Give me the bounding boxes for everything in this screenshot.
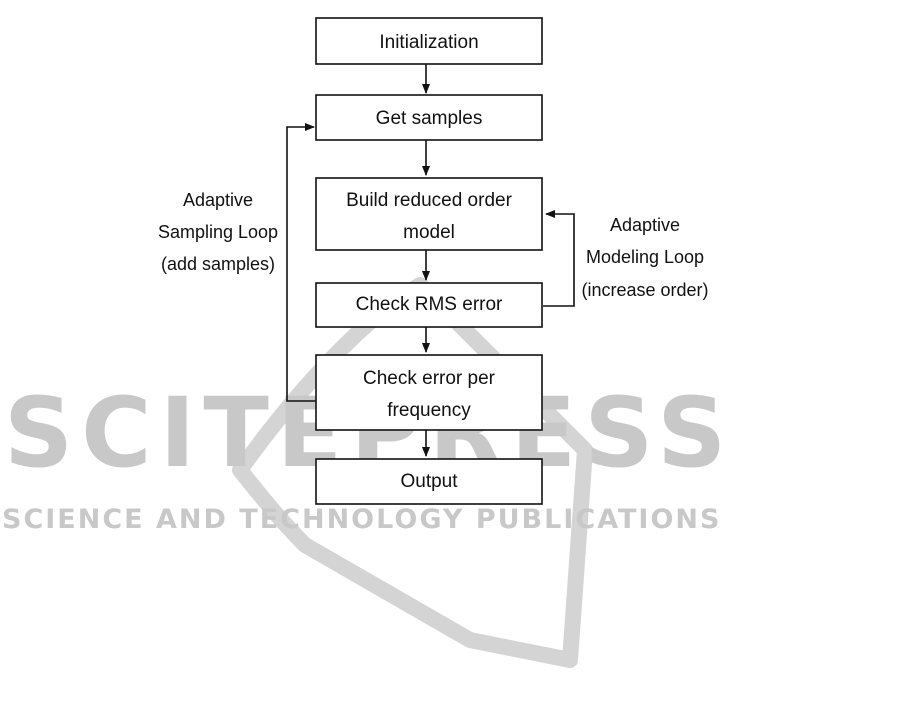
modeling-loop-label-line1: Adaptive bbox=[610, 215, 680, 235]
sampling-loop-label-line1: Adaptive bbox=[183, 190, 253, 210]
check-error-freq-label-line1: Check error per bbox=[363, 368, 496, 389]
modeling-loop-label-line3: (increase order) bbox=[581, 280, 708, 300]
adaptive-modeling-loop-arrow bbox=[543, 214, 574, 306]
modeling-loop-label: Adaptive Modeling Loop (increase order) bbox=[581, 215, 708, 300]
adaptive-sampling-loop-arrow bbox=[287, 127, 316, 401]
watermark-tagline: SCIENCE AND TECHNOLOGY PUBLICATIONS bbox=[2, 504, 721, 535]
build-model-label-line2: model bbox=[403, 222, 455, 243]
get-samples-label: Get samples bbox=[376, 108, 483, 129]
initialization-label: Initialization bbox=[379, 32, 478, 53]
sampling-loop-label-line3: (add samples) bbox=[161, 254, 275, 274]
modeling-loop-label-line2: Modeling Loop bbox=[586, 247, 704, 267]
output-label: Output bbox=[400, 471, 458, 492]
check-error-freq-label-line2: frequency bbox=[387, 400, 471, 421]
sampling-loop-label: Adaptive Sampling Loop (add samples) bbox=[158, 190, 278, 274]
build-model-label-line1: Build reduced order bbox=[346, 190, 512, 211]
check-rms-label: Check RMS error bbox=[356, 294, 503, 315]
sampling-loop-label-line2: Sampling Loop bbox=[158, 222, 278, 242]
